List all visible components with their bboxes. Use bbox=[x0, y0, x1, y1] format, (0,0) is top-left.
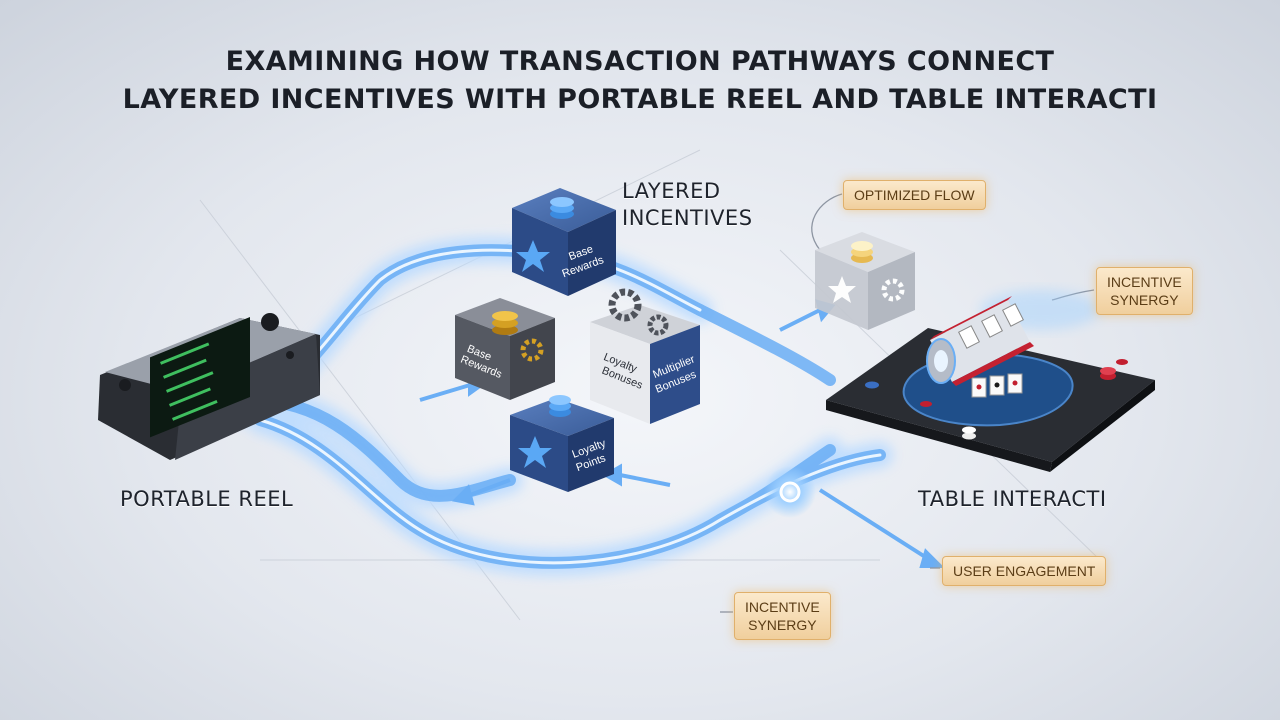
cube-optimized bbox=[815, 232, 915, 330]
tag-incentive-synergy-bottom: INCENTIVE SYNERGY bbox=[734, 592, 831, 640]
title-line-1: EXAMINING HOW TRANSACTION PATHWAYS CONNE… bbox=[225, 46, 1055, 77]
coin-stack-icon bbox=[851, 241, 873, 263]
junction-node bbox=[764, 466, 816, 518]
layered-incentives-label: LAYERED INCENTIVES bbox=[622, 178, 753, 232]
portable-reel-label: PORTABLE REEL bbox=[120, 487, 294, 511]
cube-base-rewards-top bbox=[512, 188, 616, 296]
gear-icon bbox=[881, 278, 905, 302]
portable-reel-device bbox=[98, 313, 320, 460]
tag-user-engagement: USER ENGAGEMENT bbox=[942, 556, 1107, 586]
table-interact-label: TABLE INTERACTI bbox=[918, 487, 1107, 511]
star-icon bbox=[518, 436, 552, 468]
dpad-icon bbox=[119, 379, 131, 391]
coin-stack-icon bbox=[492, 311, 518, 335]
slot-reel-icon bbox=[926, 290, 1100, 386]
poker-chip-icon bbox=[865, 359, 1128, 440]
tag-optimized-flow: OPTIMIZED FLOW bbox=[843, 180, 986, 210]
table-interact-device bbox=[826, 290, 1155, 472]
cube-loyalty-bonuses bbox=[590, 288, 700, 424]
playing-card-icon bbox=[971, 373, 1023, 398]
title-line-2: LAYERED INCENTIVES WITH PORTABLE REEL AN… bbox=[122, 84, 1158, 115]
arrow-head bbox=[919, 548, 945, 568]
layered-label-line-1: LAYERED bbox=[622, 179, 721, 203]
coin-stack-icon bbox=[550, 197, 574, 219]
tag-synergy-bottom-line-1: INCENTIVE bbox=[745, 599, 820, 615]
arrow-head bbox=[451, 484, 475, 506]
layered-label-line-2: INCENTIVES bbox=[622, 206, 753, 230]
thumbstick-icon bbox=[261, 313, 279, 331]
cube-loyalty-points bbox=[510, 395, 614, 492]
gear-icon bbox=[520, 338, 544, 362]
cube-base-rewards-left bbox=[455, 298, 555, 400]
gear-icon bbox=[608, 288, 669, 336]
junction-ring bbox=[779, 481, 801, 503]
star-icon bbox=[516, 240, 550, 272]
tag-synergy-bottom-line-2: SYNERGY bbox=[748, 617, 817, 633]
tag-incentive-synergy-top: INCENTIVE SYNERGY bbox=[1096, 267, 1193, 315]
button-icon bbox=[286, 351, 294, 359]
tag-synergy-top-line-1: INCENTIVE bbox=[1107, 274, 1182, 290]
tag-synergy-top-line-2: SYNERGY bbox=[1110, 292, 1179, 308]
screen-code bbox=[160, 342, 218, 421]
coin-stack-icon bbox=[549, 395, 571, 417]
star-icon bbox=[828, 276, 856, 303]
